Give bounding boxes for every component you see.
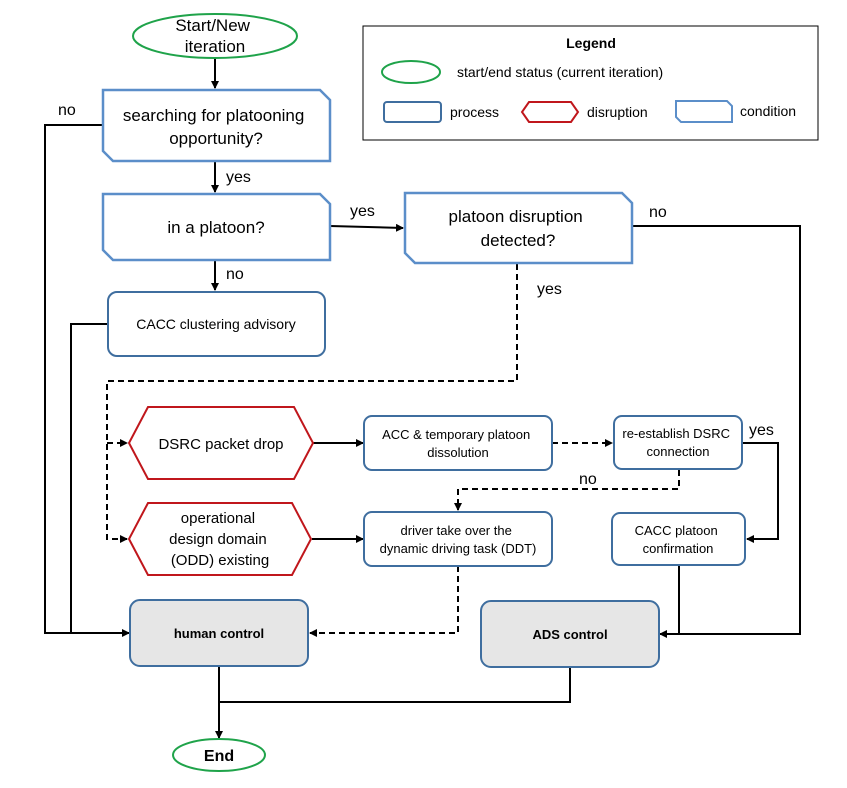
searching-label-line-1: searching for platooning (123, 106, 304, 125)
disruption-detected-condition-node: platoon disruption detected? (403, 191, 634, 265)
edge-label-disruption-yes: yes (537, 281, 562, 298)
edge-label-disruption-no: no (649, 204, 667, 221)
edge-label-search-no: no (58, 102, 76, 119)
legend-box: Legend start/end status (current iterati… (362, 25, 819, 141)
acc-dissolution-label-line-1: ACC & temporary platoon (382, 427, 530, 442)
in-platoon-label: in a platoon? (167, 218, 264, 237)
start-node: Start/New iteration (132, 13, 298, 59)
cacc-confirmation-label-line-2: confirmation (643, 541, 714, 556)
reestablish-label-line-2: connection (647, 444, 710, 459)
start-label-line-2: iteration (185, 37, 245, 56)
cacc-confirmation-label-line-1: CACC platoon (635, 523, 718, 538)
human-control-node: human control (129, 599, 309, 667)
svg-text:CACC platoon confirmatio: CACC platoon confirmation (635, 523, 722, 556)
svg-text:platoon disruption detec: platoon disruption detected? (449, 207, 588, 250)
ads-control-label: ADS control (532, 627, 607, 642)
odd-label-line-2: design domain (169, 531, 267, 548)
legend-condition-label: condition (740, 103, 796, 119)
end-node: End (172, 738, 266, 772)
arrow-disruption-yes-to-disruptions (106, 264, 518, 543)
arrow-reestablish-no-to-driver (454, 470, 680, 511)
end-label: End (204, 748, 234, 765)
arrow-disruption-no-to-ads (632, 225, 801, 638)
ads-control-node: ADS control (480, 600, 660, 668)
driver-takeover-label-line-1: driver take over the (401, 523, 512, 538)
odd-label-line-3: (ODD) existing (171, 552, 269, 569)
in-platoon-condition-node: in a platoon? (101, 192, 332, 262)
searching-condition-node: searching for platooning opportunity? (101, 88, 332, 163)
arrow-platoon-to-disruption (329, 223, 404, 232)
odd-disruption-node: operational design domain (ODD) existing (127, 502, 313, 576)
arrow-clustering-to-human (70, 323, 108, 633)
cacc-clustering-label: CACC clustering advisory (136, 316, 296, 332)
edge-label-platoon-yes: yes (350, 203, 375, 220)
disruption-detected-label-line-2: detected? (481, 231, 556, 250)
svg-text:re-establish DSRC connec: re-establish DSRC connection (622, 426, 733, 459)
arrow-driver-to-human (309, 566, 459, 637)
legend-disruption-label: disruption (587, 104, 648, 120)
legend-process-label: process (450, 104, 499, 120)
human-control-label: human control (174, 626, 264, 641)
reestablish-process-node: re-establish DSRC connection (613, 415, 743, 470)
acc-dissolution-process-node: ACC & temporary platoon dissolution (363, 415, 553, 471)
edge-label-search-yes: yes (226, 169, 251, 186)
legend-start-end-symbol (381, 60, 441, 84)
legend-title: Legend (566, 35, 616, 51)
start-label-line-1: Start/New (175, 16, 250, 35)
legend-start-end-label: start/end status (current iteration) (457, 64, 663, 80)
reestablish-label-line-1: re-establish DSRC (622, 426, 730, 441)
edge-label-reestablish-yes: yes (749, 422, 774, 439)
svg-text:driver take over the dyn: driver take over the dynamic driving tas… (380, 523, 537, 556)
legend-condition-symbol (675, 100, 733, 123)
cacc-confirmation-process-node: CACC platoon confirmation (611, 512, 746, 566)
svg-text:searching for platooning: searching for platooning opportunity? (123, 106, 309, 148)
svg-text:ACC & temporary platoon: ACC & temporary platoon dissolution (382, 427, 534, 460)
legend-process-symbol (383, 101, 442, 123)
edge-label-platoon-no: no (226, 266, 244, 283)
arrow-reestablish-yes-to-confirmation (742, 442, 779, 543)
connectors-dashed (106, 264, 680, 637)
edge-labels: no yes yes no no yes yes no (58, 102, 774, 488)
connectors-solid (44, 58, 801, 739)
acc-dissolution-label-line-2: dissolution (427, 445, 488, 460)
odd-label-line-1: operational (181, 510, 255, 527)
disruption-detected-label-line-1: platoon disruption (449, 207, 583, 226)
driver-takeover-label-line-2: dynamic driving task (DDT) (380, 541, 537, 556)
edge-label-reestablish-no: no (579, 471, 597, 488)
searching-label-line-2: opportunity? (169, 129, 263, 148)
dsrc-drop-label: DSRC packet drop (158, 436, 283, 453)
arrow-ads-to-end (219, 667, 571, 703)
arrow-search-no-to-human (44, 124, 130, 637)
cacc-clustering-process-node: CACC clustering advisory (107, 291, 326, 357)
driver-takeover-process-node: driver take over the dynamic driving tas… (363, 511, 553, 567)
dsrc-drop-disruption-node: DSRC packet drop (127, 406, 315, 480)
svg-text:Start/New iteration: Start/New iteration (175, 16, 254, 56)
legend-disruption-symbol (520, 101, 580, 123)
svg-text:operational design domai: operational design domain (ODD) existing (169, 510, 271, 569)
